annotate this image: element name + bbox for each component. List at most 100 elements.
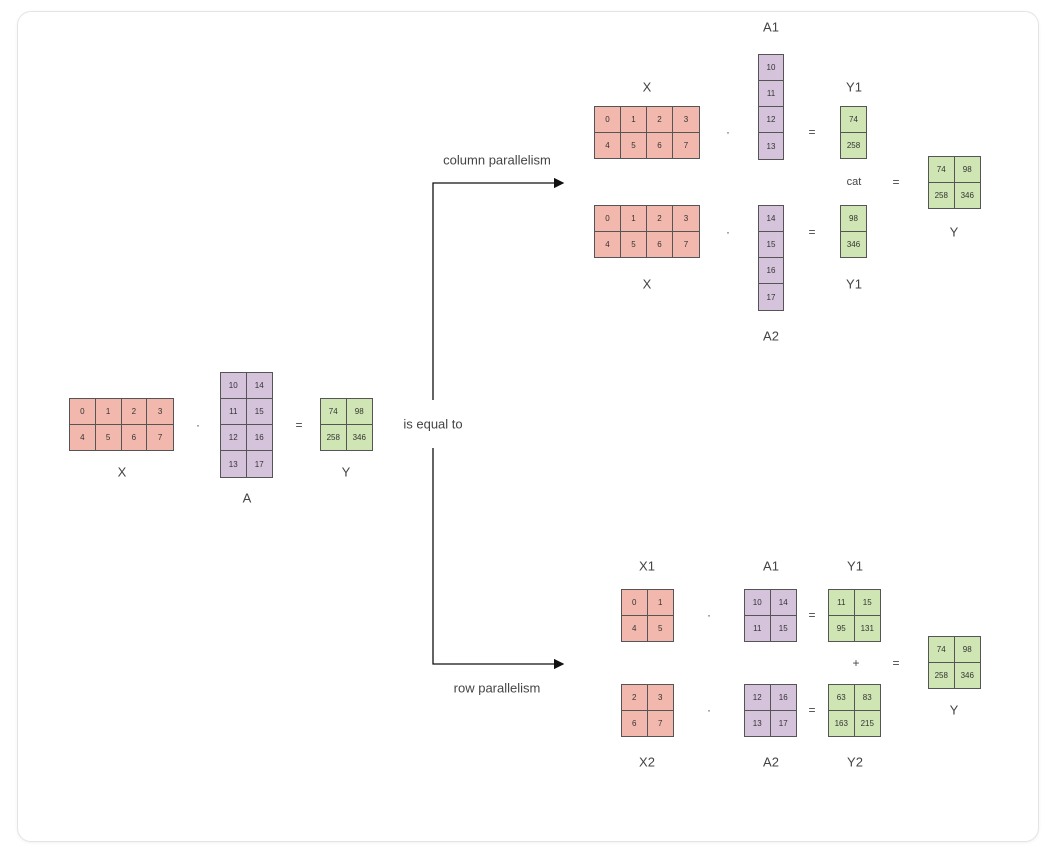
label-a1-column: A1: [763, 19, 779, 35]
matrix-cell: 11: [759, 81, 783, 107]
label-y: Y: [341, 464, 351, 480]
matrix-cell: 5: [95, 424, 122, 450]
matrix-cell: 74: [929, 157, 955, 183]
matrix-cell: 2: [647, 206, 673, 232]
matrix-cell: 7: [673, 231, 699, 257]
label-a: A: [242, 490, 252, 506]
label-x2-row: X2: [639, 754, 655, 770]
matrix-cell: 7: [647, 710, 673, 736]
matrix-cell: 16: [759, 258, 783, 284]
equals-operator-column-top: =: [808, 125, 816, 139]
matrix-cell: 0: [595, 206, 621, 232]
matrix-cell: 11: [221, 399, 247, 425]
label-y1-row: Y1: [847, 558, 863, 574]
matrix-cell: 1: [621, 206, 647, 232]
label-x-column-top: X: [642, 79, 652, 95]
matrix-cell: 63: [829, 685, 855, 711]
matrix-cell: 1: [647, 590, 673, 616]
plus-operator: +: [852, 656, 860, 670]
label-a2-column: A2: [763, 328, 779, 344]
matrix-cell: 14: [759, 206, 783, 232]
matrix-cell: 74: [321, 399, 347, 425]
label-a1-row: A1: [763, 558, 779, 574]
label-x: X: [117, 464, 127, 480]
equals-operator-column-result: =: [892, 175, 900, 189]
matrix-cell: 258: [321, 424, 347, 450]
matrix-cell: 3: [647, 685, 673, 711]
matrix-cell: 74: [841, 107, 866, 133]
label-y-column-result: Y: [949, 224, 959, 240]
matrix-cell: 6: [622, 710, 648, 736]
matrix-cell: 258: [841, 132, 866, 158]
column-branch-arrow: [432, 177, 565, 400]
label-y2-row: Y2: [847, 754, 863, 770]
matrix-cell: 15: [770, 615, 796, 641]
matrix-cell: 12: [221, 425, 247, 451]
matrix-cell: 11: [745, 615, 771, 641]
matrix-cell: 13: [759, 133, 783, 159]
dot-operator-column-top: ·: [726, 125, 730, 139]
row-parallelism-label: row parallelism: [453, 680, 541, 696]
equals-operator-column-bottom: =: [808, 225, 816, 239]
matrix-cell: 0: [622, 590, 648, 616]
matrix-cell: 13: [745, 710, 771, 736]
matrix-cell: 17: [770, 710, 796, 736]
matrix-cell: 74: [929, 637, 955, 663]
label-y-row-result: Y: [949, 702, 959, 718]
matrix-cell: 4: [595, 231, 621, 257]
matrix-cell: 14: [770, 590, 796, 616]
label-a2-row: A2: [763, 754, 779, 770]
matrix-cell: 7: [673, 132, 699, 158]
dot-operator: ·: [196, 418, 200, 432]
matrix-cell: 14: [246, 373, 272, 399]
matrix-cell: 15: [854, 590, 880, 616]
column-parallelism-label: column parallelism: [443, 152, 551, 168]
matrix-cell: 6: [121, 424, 148, 450]
matrix-cell: 98: [954, 157, 980, 183]
matrix-cell: 5: [647, 615, 673, 641]
matrix-cell: 7: [147, 424, 173, 450]
matrix-cell: 10: [759, 55, 783, 81]
matrix-cell: 346: [346, 424, 372, 450]
matrix-cell: 4: [622, 615, 648, 641]
matrix-cell: 2: [622, 685, 648, 711]
matrix-cell: 95: [829, 615, 855, 641]
matrix-cell: 346: [954, 662, 980, 688]
matrix-cell: 215: [854, 710, 880, 736]
label-x1-row: X1: [639, 558, 655, 574]
matrix-cell: 12: [745, 685, 771, 711]
label-y1-column-bottom: Y1: [846, 276, 862, 292]
matrix-cell: 83: [854, 685, 880, 711]
matrix-cell: 98: [841, 206, 866, 232]
matrix-cell: 13: [221, 451, 247, 477]
equals-operator-row-top: =: [808, 608, 816, 622]
matrix-cell: 3: [673, 107, 699, 133]
matrix-cell: 346: [954, 182, 980, 208]
equals-operator: =: [295, 418, 303, 432]
matrix-cell: 98: [954, 637, 980, 663]
matrix-cell: 17: [759, 284, 783, 310]
matrix-cell: 10: [745, 590, 771, 616]
matrix-cell: 16: [770, 685, 796, 711]
dot-operator-row-bottom: ·: [707, 703, 711, 717]
label-y1-column-top: Y1: [846, 79, 862, 95]
matrix-cell: 2: [121, 399, 148, 425]
matrix-cell: 3: [147, 399, 173, 425]
matrix-cell: 98: [346, 399, 372, 425]
equals-operator-row-bottom: =: [808, 703, 816, 717]
matrix-cell: 346: [841, 231, 866, 257]
